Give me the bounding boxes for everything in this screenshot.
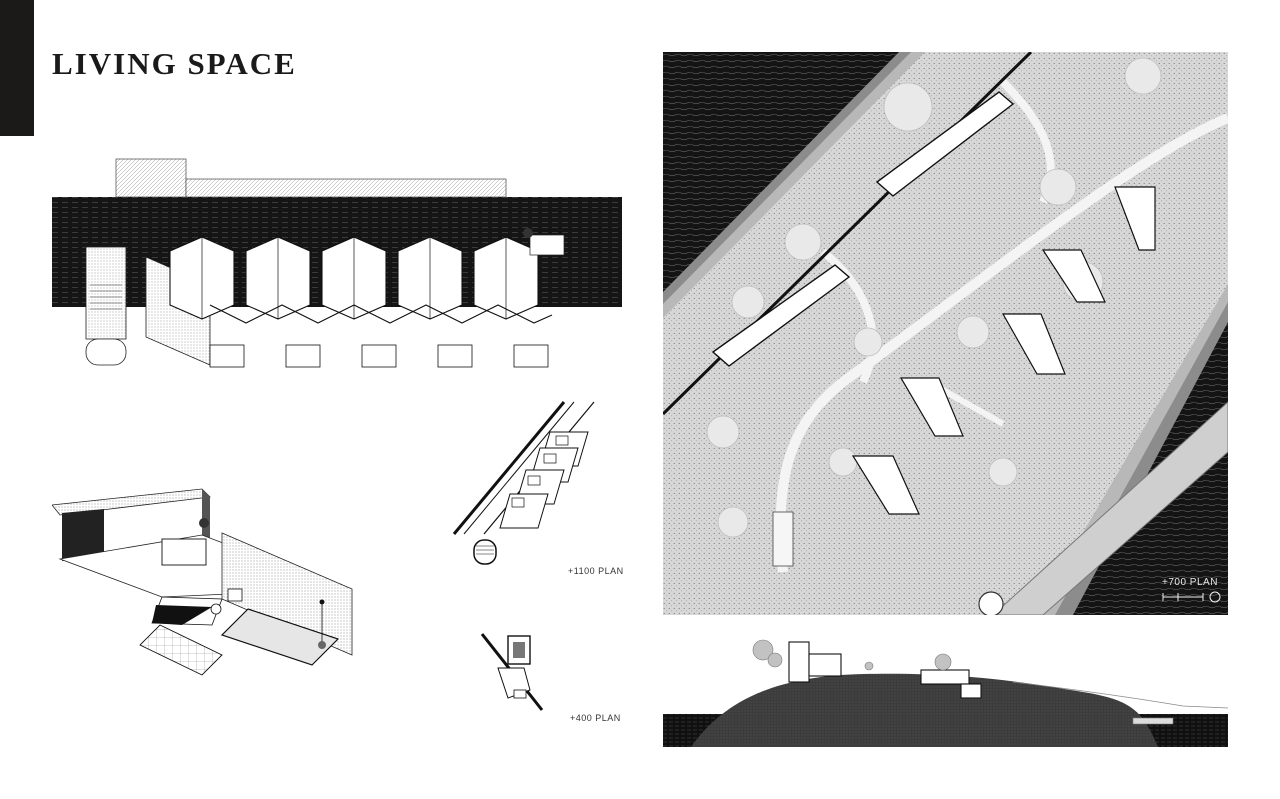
stepped-facade: [209, 304, 553, 324]
courtyard-pool: [220, 608, 340, 666]
main-path: [775, 113, 1228, 573]
plan-1100-drawing: [444, 394, 604, 566]
tiled-floor: [139, 624, 223, 676]
scale-bar: [1162, 593, 1204, 601]
dwelling-unit: [169, 236, 245, 368]
site-section: [663, 632, 1228, 747]
title-accent-bar: [0, 0, 34, 136]
stair-tower-base: [85, 338, 127, 366]
stair-tower: [85, 246, 127, 340]
lighthouse-icon: [978, 591, 1004, 615]
upper-terrace: [115, 158, 187, 198]
section-trees: [752, 639, 952, 671]
plan-label-1100: +1100 PLAN: [568, 566, 624, 576]
plan-label-700: +700 PLAN: [1162, 577, 1218, 588]
upper-walkway: [185, 178, 507, 198]
stair-steps: [90, 284, 122, 310]
island-terrain: [663, 52, 1228, 615]
terrace-housing: [711, 91, 1015, 367]
tree-icon: [523, 228, 533, 238]
axonometric-overview: [52, 155, 624, 370]
lamp-icon: [318, 641, 326, 649]
jetty: [992, 401, 1228, 615]
buildings-in-section: [788, 641, 982, 699]
side-table: [210, 603, 222, 615]
page-title: LIVING SPACE: [52, 46, 297, 81]
bed: [161, 538, 207, 566]
dwelling-unit: [397, 236, 473, 368]
unit-furniture: [511, 435, 569, 508]
plan-400-drawing: [478, 628, 558, 718]
north-arrow-icon: [1209, 591, 1221, 603]
armchair: [227, 588, 243, 602]
dwelling-unit: [473, 236, 549, 368]
unit-interior-axonometric: [52, 485, 362, 680]
island-section: [691, 673, 1158, 747]
end-terrace: [529, 234, 565, 256]
stair-landing: [772, 511, 794, 567]
plant-icon: [199, 518, 209, 528]
dwelling-unit: [321, 236, 397, 368]
stair-circle: [473, 539, 497, 565]
site-plan-700: [663, 52, 1228, 615]
villa-units: [851, 186, 1156, 515]
plan-label-400: +400 PLAN: [570, 713, 621, 723]
dwelling-units: [169, 236, 549, 368]
dwelling-unit: [245, 236, 321, 368]
boat: [1132, 717, 1174, 725]
